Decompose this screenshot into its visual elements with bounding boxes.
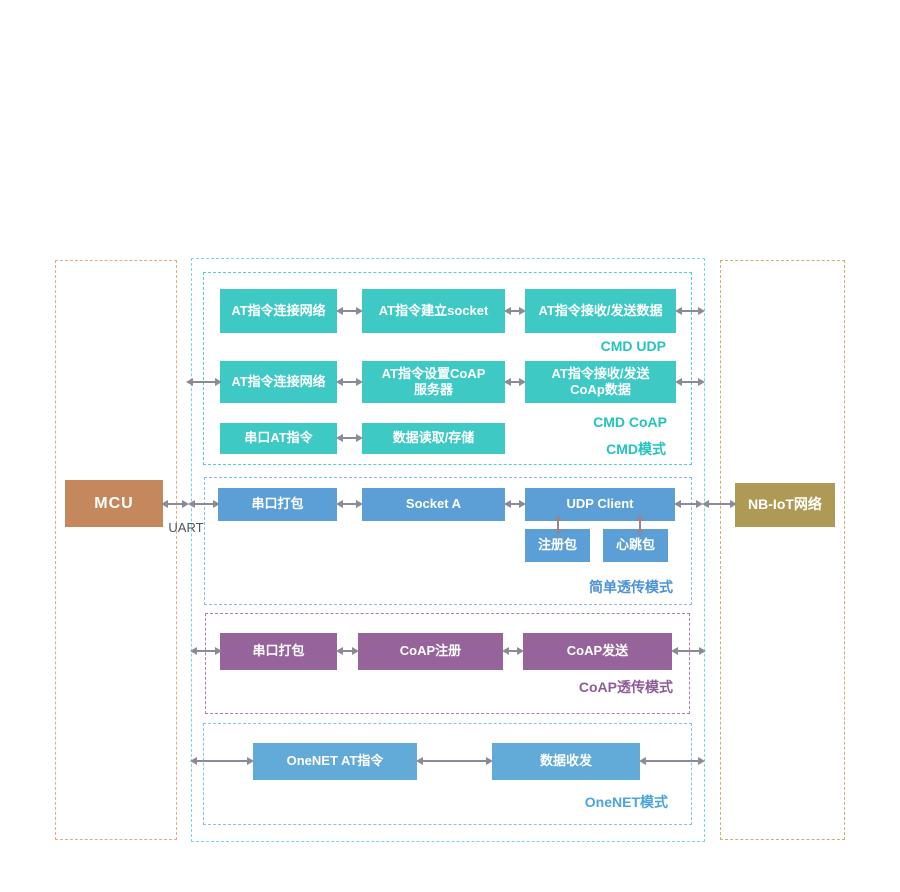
coap-mode-section	[205, 613, 690, 714]
onenet-mode-label: OneNET模式	[584, 794, 668, 810]
cmd-coap-box-data: AT指令接收/发送 CoAp数据	[525, 361, 676, 403]
arrow-coapmode-in	[190, 647, 222, 655]
coap-send-box: CoAP发送	[523, 633, 672, 670]
mcu-node: MCU	[65, 480, 163, 527]
transparent-socket-a-box: Socket A	[362, 488, 505, 521]
uart-label: UART	[168, 520, 204, 535]
arrow-border-nbiot	[702, 500, 737, 508]
cmd-udp-box-socket: AT指令建立socket	[362, 289, 505, 333]
coap-register-box: CoAP注册	[358, 633, 503, 670]
heartbeat-packet-box: 心跳包	[603, 529, 668, 562]
coap-serial-pack-box: 串口打包	[220, 633, 337, 670]
transparent-serial-pack-box: 串口打包	[218, 488, 337, 521]
arrow-transparent-2	[504, 500, 526, 508]
cmd-coap-box-server: AT指令设置CoAP 服务器	[362, 361, 505, 403]
cmd-coap-label: CMD CoAP	[593, 414, 667, 430]
arrow-serial-row	[336, 434, 363, 442]
arrow-udp-row-2	[504, 307, 526, 315]
arrow-coapmode-2	[502, 647, 524, 655]
transparent-udp-client-box: UDP Client	[525, 488, 675, 521]
onenet-at-box: OneNET AT指令	[253, 743, 417, 780]
arrow-onenet-out	[639, 757, 705, 765]
cmd-coap-box-connect: AT指令连接网络	[220, 361, 337, 403]
cmd-mode-label: CMD模式	[606, 441, 666, 457]
arrow-coap-row-out	[675, 378, 705, 386]
cmd-mode-section	[203, 272, 692, 465]
arrow-uart-serialpack	[188, 500, 220, 508]
module-region	[191, 258, 705, 842]
arrow-coap-row-1	[336, 378, 363, 386]
arrow-udp-row-out	[675, 307, 705, 315]
onenet-mode-section	[203, 723, 692, 825]
arrow-udpclient-register	[554, 514, 562, 536]
cmd-data-storage-box: 数据读取/存储	[362, 423, 505, 454]
cmd-serial-at-box: 串口AT指令	[220, 423, 337, 454]
arrow-udpclient-border	[674, 500, 703, 508]
arrow-coap-row-2	[504, 378, 526, 386]
arrow-coap-row-in	[186, 378, 222, 386]
transparent-mode-section	[204, 477, 692, 605]
cmd-udp-box-connect: AT指令连接网络	[220, 289, 337, 333]
arrow-onenet-1	[416, 757, 493, 765]
arrow-coapmode-out	[671, 647, 706, 655]
arrow-onenet-in	[190, 757, 254, 765]
arrow-udp-row-1	[336, 307, 363, 315]
coap-mode-label: CoAP透传模式	[578, 679, 673, 695]
onenet-data-box: 数据收发	[492, 743, 640, 780]
cmd-udp-box-data: AT指令接收/发送数据	[525, 289, 676, 333]
arrow-transparent-1	[336, 500, 363, 508]
transparent-mode-label: 简单透传模式	[589, 579, 673, 595]
arrow-mcu-uart	[161, 500, 189, 508]
arrow-coapmode-1	[336, 647, 359, 655]
mcu-region	[55, 260, 177, 840]
nbiot-network-node: NB-IoT网络	[735, 483, 835, 527]
arrow-udpclient-heartbeat	[636, 514, 644, 536]
cmd-udp-label: CMD UDP	[600, 338, 666, 354]
network-region	[720, 260, 845, 840]
